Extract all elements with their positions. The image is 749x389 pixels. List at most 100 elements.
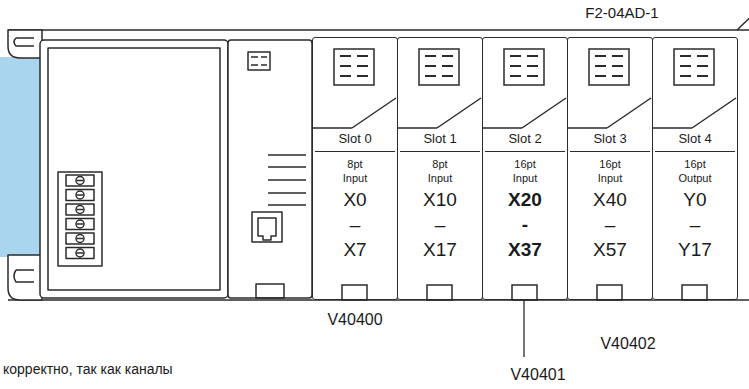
io-module: Slot 4 16pt OutputY0 – Y17 bbox=[652, 37, 738, 300]
terminal bbox=[66, 204, 94, 215]
point-count: 16pt Input bbox=[598, 157, 622, 185]
module-tab bbox=[682, 285, 707, 300]
led bbox=[425, 65, 453, 67]
led bbox=[340, 75, 368, 77]
module-body bbox=[482, 37, 567, 300]
base-plate bbox=[8, 30, 749, 300]
terminal-screw bbox=[76, 220, 84, 228]
label-edge bbox=[482, 127, 522, 129]
module-body bbox=[312, 37, 397, 300]
terminal-screw bbox=[76, 177, 84, 185]
slot-number: Slot 4 bbox=[655, 131, 735, 152]
module-name: F2-04AD-1 bbox=[585, 4, 658, 21]
io-module: Slot 3 16pt InputX40 – X57 bbox=[567, 37, 653, 300]
module-tab bbox=[342, 285, 367, 300]
module-body bbox=[652, 37, 737, 300]
v-memory-address: V40400 bbox=[327, 311, 382, 329]
led-window bbox=[419, 49, 459, 85]
module-tab bbox=[512, 285, 537, 300]
ear-slot bbox=[14, 270, 34, 282]
io-module: Slot 08pt InputX0 – X7 bbox=[312, 37, 398, 300]
address-range: X40 – X57 bbox=[593, 187, 627, 262]
led bbox=[680, 75, 708, 77]
led-window bbox=[589, 49, 629, 85]
label-edge bbox=[312, 127, 352, 129]
led bbox=[425, 75, 453, 77]
slot-number: Slot 1 bbox=[400, 131, 480, 152]
terminal-screw bbox=[76, 191, 84, 199]
screw-slot bbox=[77, 223, 83, 225]
cpu-leds bbox=[251, 57, 267, 65]
point-count: 16pt Input bbox=[513, 157, 537, 185]
module-label: Slot 2 16pt InputX20 - X37 bbox=[483, 131, 567, 262]
address-range: Y0 – Y17 bbox=[678, 187, 712, 262]
io-module: Slot 2 16pt InputX20 - X37 bbox=[482, 37, 568, 300]
address-range: X10 – X17 bbox=[423, 187, 457, 262]
screw-slot bbox=[77, 180, 83, 182]
led bbox=[510, 55, 538, 57]
cpu-led-window bbox=[248, 52, 270, 70]
v-memory-address: V40401 bbox=[510, 366, 565, 384]
terminal bbox=[66, 219, 94, 230]
point-count: 16pt Output bbox=[678, 157, 711, 185]
slot-number: Slot 3 bbox=[570, 131, 650, 152]
point-count: 8pt Input bbox=[428, 157, 452, 185]
mounting-ear bbox=[8, 255, 42, 300]
terminal-block bbox=[58, 172, 102, 266]
address-range: X0 – X7 bbox=[343, 187, 366, 262]
ear-slot bbox=[14, 38, 34, 46]
screw-slot bbox=[77, 238, 83, 240]
led-window bbox=[504, 49, 544, 85]
label-edge bbox=[397, 127, 437, 129]
led bbox=[425, 55, 453, 57]
cpu-module bbox=[228, 40, 312, 298]
screw-slot bbox=[77, 252, 83, 254]
screw-slot bbox=[77, 209, 83, 211]
label-flap bbox=[607, 98, 651, 128]
label-flap bbox=[352, 98, 396, 128]
led bbox=[680, 55, 708, 57]
module-tab bbox=[597, 285, 622, 300]
address-range: X20 - X37 bbox=[508, 187, 542, 262]
base-edge bbox=[737, 8, 749, 30]
cpu-tab bbox=[256, 284, 284, 298]
io-module: Slot 1 8pt InputX10 – X17 bbox=[397, 37, 483, 300]
led-window bbox=[674, 49, 714, 85]
power-supply-panel bbox=[48, 48, 220, 290]
led bbox=[595, 65, 623, 67]
mounting-ear bbox=[8, 30, 42, 58]
led bbox=[340, 65, 368, 67]
power-supply bbox=[40, 40, 228, 298]
led bbox=[510, 75, 538, 77]
v-memory-address: V40402 bbox=[600, 335, 655, 353]
led bbox=[595, 75, 623, 77]
led bbox=[510, 65, 538, 67]
note-text: корректно, так как каналы bbox=[3, 361, 173, 377]
terminal bbox=[66, 175, 94, 186]
module-label: Slot 4 16pt OutputY0 – Y17 bbox=[653, 131, 737, 262]
terminal-screw bbox=[76, 249, 84, 257]
module-label: Slot 3 16pt InputX40 – X57 bbox=[568, 131, 652, 262]
terminal bbox=[66, 248, 94, 259]
terminal bbox=[66, 190, 94, 201]
led-window bbox=[334, 49, 374, 85]
led bbox=[340, 55, 368, 57]
label-flap bbox=[522, 98, 566, 128]
module-body bbox=[567, 37, 652, 300]
cpu-port bbox=[252, 212, 282, 242]
slot-number: Slot 2 bbox=[485, 131, 565, 152]
module-label: Slot 1 8pt InputX10 – X17 bbox=[398, 131, 482, 262]
leader-line bbox=[523, 300, 524, 357]
terminal-screw bbox=[76, 235, 84, 243]
label-flap bbox=[437, 98, 481, 128]
screw-slot bbox=[77, 194, 83, 196]
label-edge bbox=[652, 127, 692, 129]
label-edge bbox=[567, 127, 607, 129]
mounting-rail bbox=[0, 57, 40, 257]
cpu-status-lines bbox=[268, 155, 306, 205]
led bbox=[680, 65, 708, 67]
module-body bbox=[397, 37, 482, 300]
terminal bbox=[66, 233, 94, 244]
led bbox=[595, 55, 623, 57]
